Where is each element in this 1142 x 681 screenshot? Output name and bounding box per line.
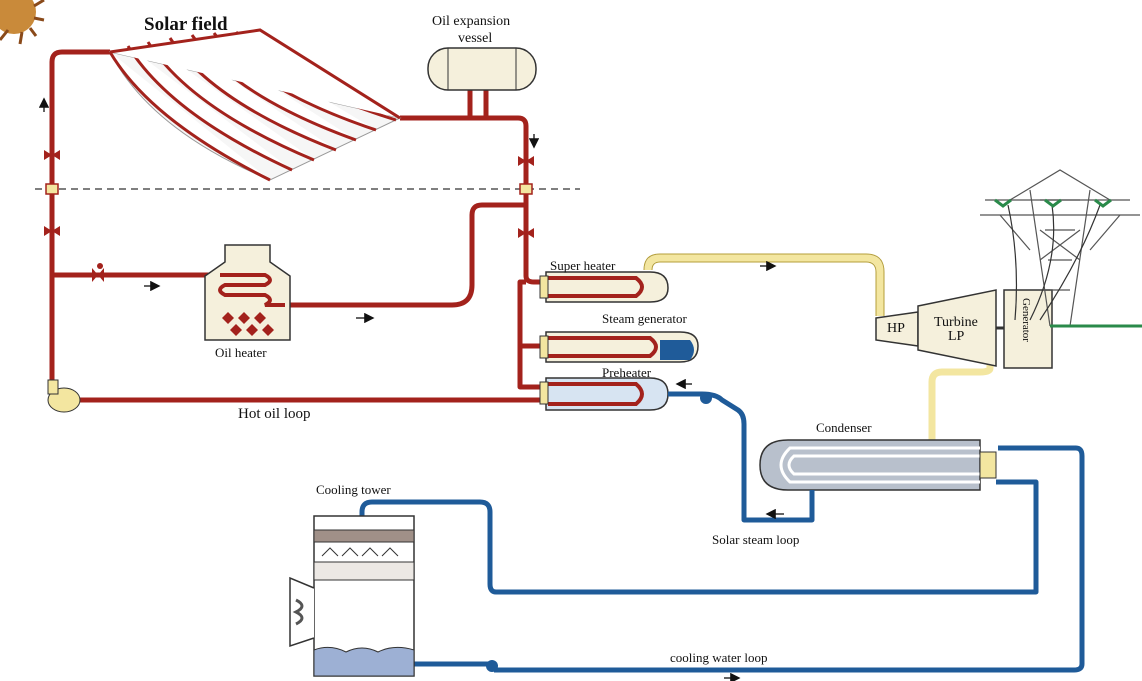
- steam-generator: [539, 331, 699, 363]
- solar-field-title: Solar field: [144, 14, 228, 35]
- steam-generator-label: Steam generator: [602, 311, 687, 326]
- oil-expansion-vessel: [427, 47, 537, 91]
- steam-pump: [700, 392, 712, 404]
- preheater-label: Preheater: [602, 365, 652, 380]
- expansion-vessel-label-line2: vessel: [458, 31, 492, 46]
- solar-steam-loop-label: Solar steam loop: [712, 532, 799, 547]
- lp-label: LP: [948, 329, 965, 344]
- sun-icon: [0, 0, 45, 45]
- super-heater-label: Super heater: [550, 258, 616, 273]
- generator-label: Generator: [1020, 298, 1032, 342]
- cooling-tower-label: Cooling tower: [316, 482, 391, 497]
- hot-oil-pipes: [49, 49, 546, 403]
- preheater: [539, 377, 669, 411]
- transmission-tower-icon: [980, 169, 1142, 328]
- oil-heater-label: Oil heater: [215, 345, 267, 360]
- pipe-flanges: [45, 183, 533, 195]
- oil-pump: [47, 379, 81, 413]
- cooling-water-loop-label: cooling water loop: [670, 650, 767, 665]
- expansion-vessel-label-line1: Oil expansion: [432, 14, 510, 29]
- hp-label: HP: [887, 321, 905, 336]
- condenser-label: Condenser: [816, 420, 872, 435]
- steam-pipe-outlines: [643, 253, 885, 316]
- oil-valves: [44, 150, 534, 282]
- water-pump: [486, 660, 498, 672]
- steam-pipes: [644, 254, 994, 440]
- hot-oil-loop-label: Hot oil loop: [238, 406, 311, 422]
- oil-heater: [204, 244, 291, 341]
- turbine-label: Turbine: [934, 315, 978, 330]
- electric-generator: [996, 289, 1053, 369]
- condenser: [759, 439, 997, 491]
- super-heater: [539, 271, 669, 303]
- steam-turbine: [875, 289, 997, 367]
- flow-arrows: [38, 97, 784, 681]
- solar-collectors: [108, 28, 402, 182]
- cooling-tower: [289, 515, 415, 677]
